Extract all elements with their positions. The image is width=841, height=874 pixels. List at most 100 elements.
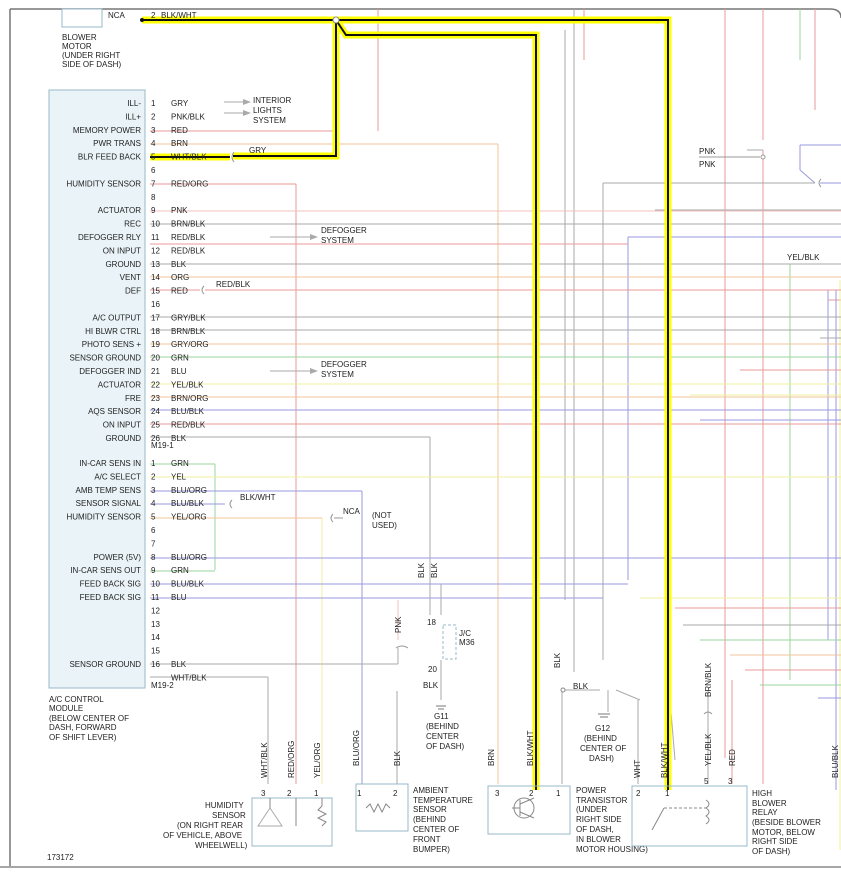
pin-number: 16	[151, 660, 160, 669]
pin-number: 6	[151, 166, 156, 175]
ambient-temp-sensor: 1 2 BLU/ORG BLK AMBIENT TEMPERATURE SENS…	[352, 730, 473, 854]
pin-function: POWER (5V)	[93, 553, 141, 562]
svg-text:OF SHIFT LEVER): OF SHIFT LEVER)	[49, 733, 117, 742]
pin-number: 1	[151, 459, 156, 468]
not-used-2: USED)	[372, 521, 397, 530]
pin-wire: BLU/BLK	[171, 407, 205, 416]
svg-text:SYSTEM: SYSTEM	[253, 116, 286, 125]
pnk-vertical: PNK	[394, 616, 403, 633]
svg-text:BLK: BLK	[553, 652, 562, 668]
svg-text:DASH, FORWARD: DASH, FORWARD	[49, 723, 117, 732]
pin-wire: RED	[171, 287, 188, 296]
svg-text:CENTER OF: CENTER OF	[580, 744, 626, 753]
svg-text:(BESIDE BLOWER: (BESIDE BLOWER	[752, 818, 821, 827]
svg-text:HIGH: HIGH	[752, 789, 772, 798]
pin-number: 19	[151, 340, 160, 349]
svg-text:(BEHIND: (BEHIND	[584, 734, 617, 743]
pin-wire: BRN/BLK	[171, 327, 206, 336]
pin-wire: GRN	[171, 354, 189, 363]
svg-text:2: 2	[529, 789, 534, 798]
humidity-sensor: 3 2 1 WHT/BLK RED/ORG YEL/ORG HUMIDITY S…	[163, 741, 333, 850]
pnk-label-1: PNK	[699, 147, 716, 156]
pin-function: ACTUATOR	[98, 380, 141, 389]
svg-text:MOTOR, BELOW: MOTOR, BELOW	[752, 828, 815, 837]
pin-function: HUMIDITY SENSOR	[66, 513, 141, 522]
svg-text:1: 1	[314, 789, 319, 798]
pin-function: FEED BACK SIG	[80, 580, 141, 589]
pin-function: SENSOR SIGNAL	[76, 499, 142, 508]
pin-wire: YEL	[171, 472, 187, 481]
pin-function: BLR FEED BACK	[78, 153, 142, 162]
module-title: A/C CONTROL MODULE (BELOW CENTER OF DASH…	[49, 695, 129, 742]
svg-text:G12: G12	[595, 724, 611, 733]
pin-wire: YEL/BLK	[171, 380, 204, 389]
svg-text:BLK: BLK	[423, 681, 439, 690]
pin-function: VENT	[120, 273, 141, 282]
svg-text:DEFOGGER: DEFOGGER	[321, 360, 367, 369]
pin-number: 11	[151, 233, 160, 242]
pin-function: HUMIDITY SENSOR	[66, 179, 141, 188]
background-wires	[377, 9, 841, 850]
g12-ground: BLK BLK G12 (BEHIND CENTER OF DASH)	[553, 652, 626, 763]
pin-wire: WHT/BLK	[171, 673, 207, 682]
svg-text:SYSTEM: SYSTEM	[321, 370, 354, 379]
pin-function: GROUND	[105, 260, 141, 269]
pin-number: 14	[151, 273, 160, 282]
svg-text:(BELOW CENTER OF: (BELOW CENTER OF	[49, 714, 129, 723]
svg-text:BLOWER: BLOWER	[752, 799, 787, 808]
not-used-1: (NOT	[372, 511, 392, 520]
connector-m19-1: M19-1	[151, 441, 174, 450]
blower-wire: BLK/WHT	[161, 11, 197, 20]
pin-number: 13	[151, 260, 160, 269]
pin-wire: GRY	[171, 99, 189, 108]
ac-control-module	[48, 89, 146, 689]
pin-number: 14	[151, 633, 160, 642]
pin-number: 3	[151, 486, 156, 495]
pin-function: AQS SENSOR	[88, 407, 141, 416]
pin-number: 26	[151, 434, 160, 443]
svg-text:MODULE: MODULE	[49, 704, 83, 713]
pin-number: 4	[151, 499, 156, 508]
pin-wire: BRN/ORG	[171, 394, 208, 403]
svg-text:CENTER OF: CENTER OF	[413, 825, 459, 834]
svg-text:OF DASH,: OF DASH,	[576, 825, 614, 834]
svg-text:SYSTEM: SYSTEM	[321, 236, 354, 245]
pin-wire: BLU/ORG	[171, 553, 207, 562]
svg-text:YEL/BLK: YEL/BLK	[704, 733, 713, 766]
svg-text:(BEHIND: (BEHIND	[426, 722, 459, 731]
svg-text:2: 2	[636, 789, 641, 798]
svg-text:SIDE OF DASH): SIDE OF DASH)	[62, 60, 121, 69]
blower-pin: 2	[151, 11, 156, 20]
pin-function: PWR TRANS	[93, 139, 141, 148]
svg-text:BLK/WHT: BLK/WHT	[660, 742, 669, 778]
pin-number: 17	[151, 313, 160, 322]
pin-function: ACTUATOR	[98, 206, 141, 215]
pin-number: 12	[151, 606, 160, 615]
pin-function: ON INPUT	[103, 246, 141, 255]
blower-motor-box	[61, 8, 103, 28]
pin-number: 7	[151, 539, 156, 548]
svg-text:RED: RED	[728, 749, 737, 766]
pin-number: 18	[151, 327, 160, 336]
svg-text:POWER: POWER	[576, 786, 606, 795]
pin-number: 22	[151, 380, 160, 389]
pin-wire: GRN	[171, 459, 189, 468]
svg-text:BLK: BLK	[573, 682, 589, 691]
pin-number: 4	[151, 139, 156, 148]
pin-number: 13	[151, 620, 160, 629]
pin-number: 10	[151, 220, 160, 229]
connector-marks	[201, 151, 822, 715]
defogger-callout-2: DEFOGGER SYSTEM	[270, 360, 367, 379]
svg-text:LIGHTS: LIGHTS	[253, 106, 282, 115]
svg-text:BLOWER: BLOWER	[62, 33, 97, 42]
svg-text:SENSOR: SENSOR	[212, 811, 246, 820]
svg-text:OF DASH): OF DASH)	[426, 742, 465, 751]
blower-motor-label: BLOWER MOTOR (UNDER RIGHT SIDE OF DASH)	[62, 33, 121, 69]
pin-wire: BLK	[171, 660, 187, 669]
pin-function: AMB TEMP SENS	[76, 486, 142, 495]
pin-wire: BLU/BLK	[171, 580, 205, 589]
pin-function: REC	[124, 220, 141, 229]
pin-wire: ORG	[171, 273, 189, 282]
